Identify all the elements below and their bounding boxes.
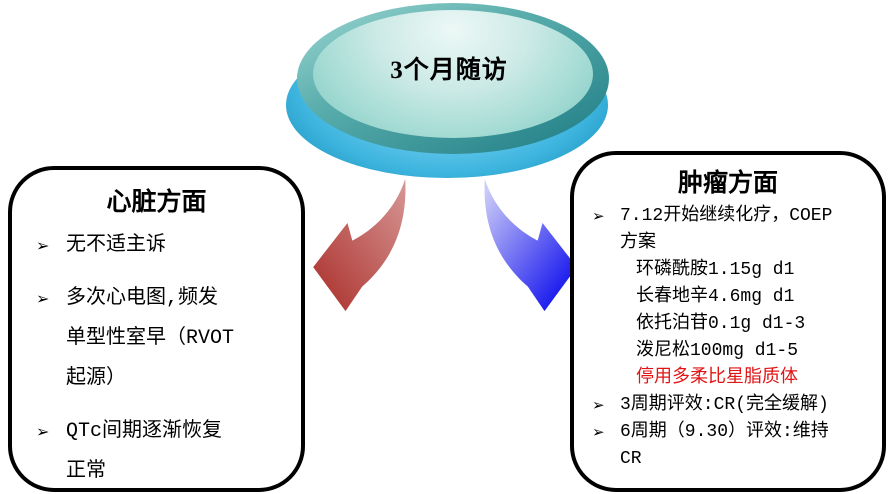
cardiac-item-text: 正常: [66, 460, 106, 483]
list-item: ➢ 无不适主诉: [36, 226, 301, 266]
followup-bubble: 3个月随访: [286, 2, 612, 178]
bullet-arrow-icon: ➢: [36, 236, 50, 255]
bullet-arrow-icon: ➢: [36, 422, 50, 441]
list-item: ➢ QTc间期逐渐恢复 正常: [36, 412, 301, 492]
drug-line: 依托泊苷0.1g d1-3: [636, 314, 806, 334]
list-item: ➢ 多次心电图,频发 单型性室早（RVOT 起源）: [36, 279, 301, 399]
cardiac-panel: 心脏方面 ➢ 无不适主诉 ➢ 多次心电图,频发 单型性室早（RVOT 起源） ➢: [8, 166, 305, 492]
bubble-face: [313, 10, 593, 138]
cardiac-item-text: 无不适主诉: [66, 234, 166, 257]
tumor-panel: 肿瘤方面 ➢ 7.12开始继续化疗，COEP 方案 环磷酰胺1.15g d1 长…: [570, 151, 886, 492]
cardiac-item-text: 多次心电图,频发: [66, 287, 219, 310]
list-item: ➢ 6周期（9.30）评效:维持 CR: [592, 419, 882, 473]
tumor-panel-title: 肿瘤方面: [677, 170, 778, 197]
list-item: ➢ 3周期评效:CR(完全缓解): [592, 392, 882, 419]
drug-line: 泼尼松100mg d1-5: [636, 341, 799, 361]
tumor-item-text: 3周期评效:CR(完全缓解): [620, 395, 829, 415]
bullet-arrow-icon: ➢: [36, 289, 50, 308]
drug-line: 环磷酰胺1.15g d1: [636, 260, 795, 280]
cardiac-list: ➢ 无不适主诉 ➢ 多次心电图,频发 单型性室早（RVOT 起源） ➢ QTc间…: [36, 226, 301, 492]
tumor-item-text: 7.12开始继续化疗，COEP: [620, 206, 833, 226]
bullet-arrow-icon: ➢: [592, 207, 605, 225]
tumor-item-text: 6周期（9.30）评效:维持: [620, 422, 829, 442]
bullet-arrow-icon: ➢: [592, 396, 605, 414]
red-curved-arrow-icon: [313, 178, 406, 312]
cardiac-item-text: 单型性室早（RVOT: [66, 327, 235, 350]
tumor-list: ➢ 7.12开始继续化疗，COEP 方案 环磷酰胺1.15g d1 长春地辛4.…: [592, 203, 882, 473]
tumor-item-text: CR: [620, 449, 642, 469]
cardiac-item-text: QTc间期逐渐恢复: [66, 420, 223, 443]
drug-line: 长春地辛4.6mg d1: [636, 287, 795, 307]
cardiac-item-text: 起源）: [66, 367, 126, 390]
followup-label: 3个月随访: [390, 57, 508, 84]
stopped-drug-line: 停用多柔比星脂质体: [636, 368, 798, 388]
list-item: ➢ 7.12开始继续化疗，COEP 方案: [592, 203, 882, 257]
cardiac-panel-title: 心脏方面: [106, 189, 207, 216]
blue-curved-arrow-icon: [484, 178, 577, 312]
tumor-item-text: 方案: [620, 233, 656, 253]
bullet-arrow-icon: ➢: [592, 423, 605, 441]
